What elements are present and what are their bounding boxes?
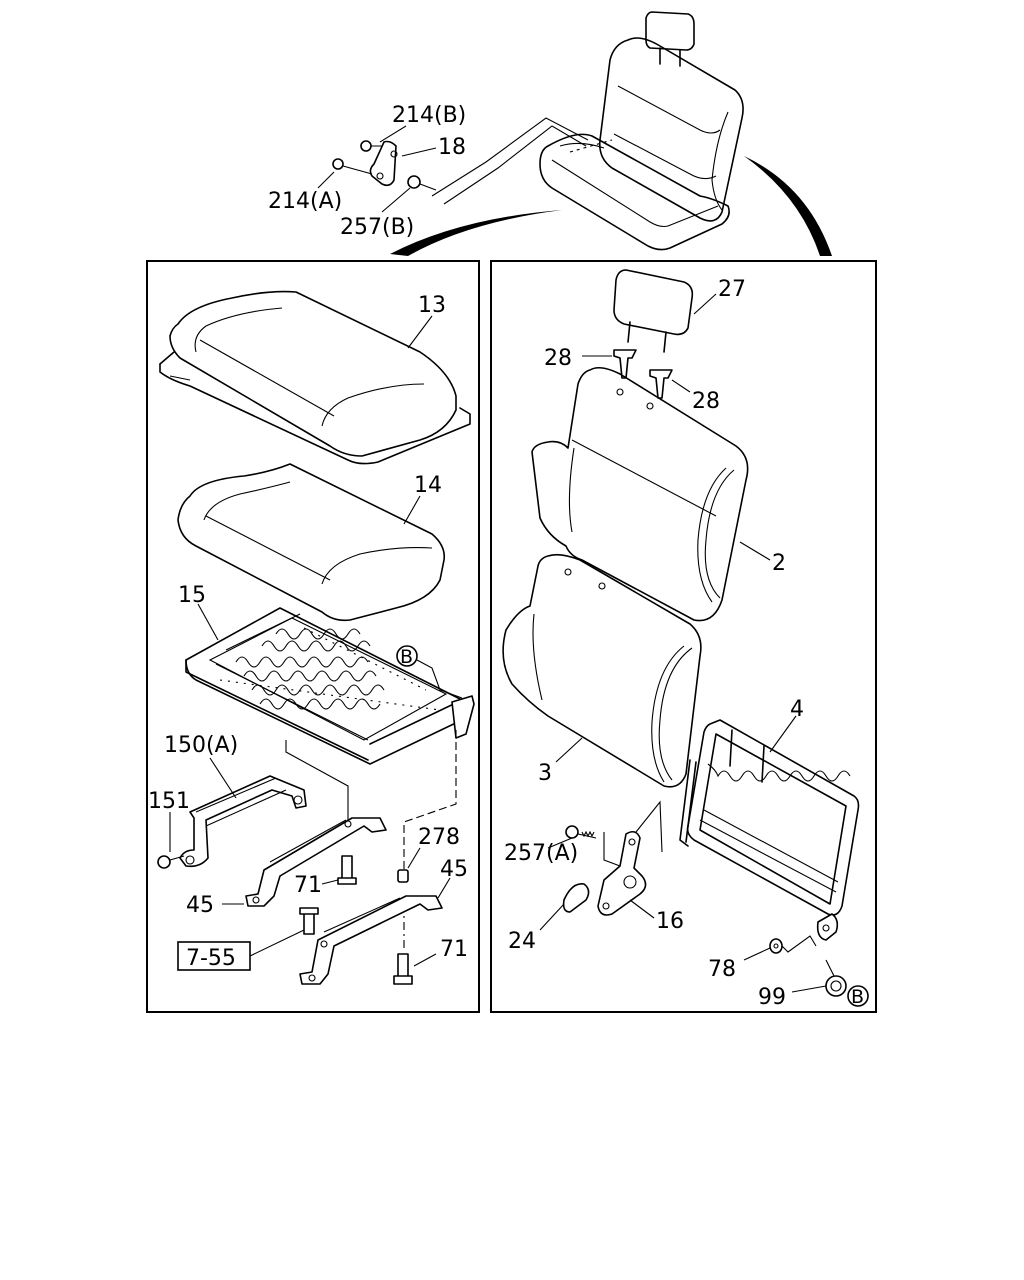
left-panel-frame (146, 260, 480, 1013)
callout-71-lower: 71 (440, 937, 468, 962)
seatback-cover (531, 366, 749, 622)
seat-cushion-pad (177, 463, 446, 622)
headrest-guide-left (613, 349, 637, 379)
callout-214a: 214(A) (268, 189, 342, 214)
callout-15: 15 (178, 583, 206, 608)
spacer-278 (397, 869, 409, 883)
callout-18: 18 (438, 135, 466, 160)
callout-b-left: B (400, 646, 413, 668)
callout-151: 151 (148, 789, 190, 814)
right-panel-frame (490, 260, 877, 1013)
seat-frame (185, 607, 475, 765)
ref-page-label: 7-55 (186, 946, 236, 971)
callout-2: 2 (772, 551, 786, 576)
washer-78 (769, 938, 783, 954)
bolt-71-lower (393, 953, 413, 985)
ref-circle-b-right (847, 985, 869, 1007)
bolt-151 (157, 855, 185, 869)
callout-45-right: 45 (440, 857, 468, 882)
nut-99 (825, 975, 847, 997)
bolt-257a (565, 825, 597, 839)
bolt-71-upper (337, 855, 357, 885)
callout-14: 14 (414, 473, 442, 498)
seat-cushion-cover (159, 290, 471, 465)
ref-circle-b-left (396, 645, 418, 667)
callout-99: 99 (758, 985, 786, 1010)
callout-16: 16 (656, 909, 684, 934)
callout-214b: 214(B) (392, 103, 466, 128)
callout-4: 4 (790, 697, 804, 722)
headrest-guide-right (649, 369, 673, 399)
recliner-bracket (597, 830, 647, 916)
seat-overview (317, 11, 832, 256)
callout-b-right: B (851, 986, 864, 1008)
callout-257b: 257(B) (340, 215, 414, 240)
seat-rail-bracket-upper (245, 817, 387, 907)
bolt-ref-7-55 (299, 907, 319, 935)
seat-rail-bracket-lower (299, 895, 443, 985)
washer-78-connector (781, 935, 817, 953)
bracket-cover (562, 883, 590, 913)
callout-71-upper: 71 (294, 873, 322, 898)
hinge-bracket-connector (603, 832, 621, 867)
callout-257a: 257(A) (504, 841, 578, 866)
callout-150a: 150(A) (164, 733, 238, 758)
callout-13: 13 (418, 293, 446, 318)
seat-side-bracket (179, 775, 307, 868)
hinge-frame-connector (635, 800, 663, 853)
callout-278: 278 (418, 825, 460, 850)
headrest (613, 269, 694, 353)
callout-45-left: 45 (186, 893, 214, 918)
callout-78: 78 (708, 957, 736, 982)
seatback-pad (502, 553, 702, 788)
callout-3: 3 (538, 761, 552, 786)
callout-28-left: 28 (544, 346, 572, 371)
callout-28-right: 28 (692, 389, 720, 414)
callout-27: 27 (718, 277, 746, 302)
ref-page-box (177, 941, 251, 971)
callout-24: 24 (508, 929, 536, 954)
seatback-frame (679, 719, 860, 941)
